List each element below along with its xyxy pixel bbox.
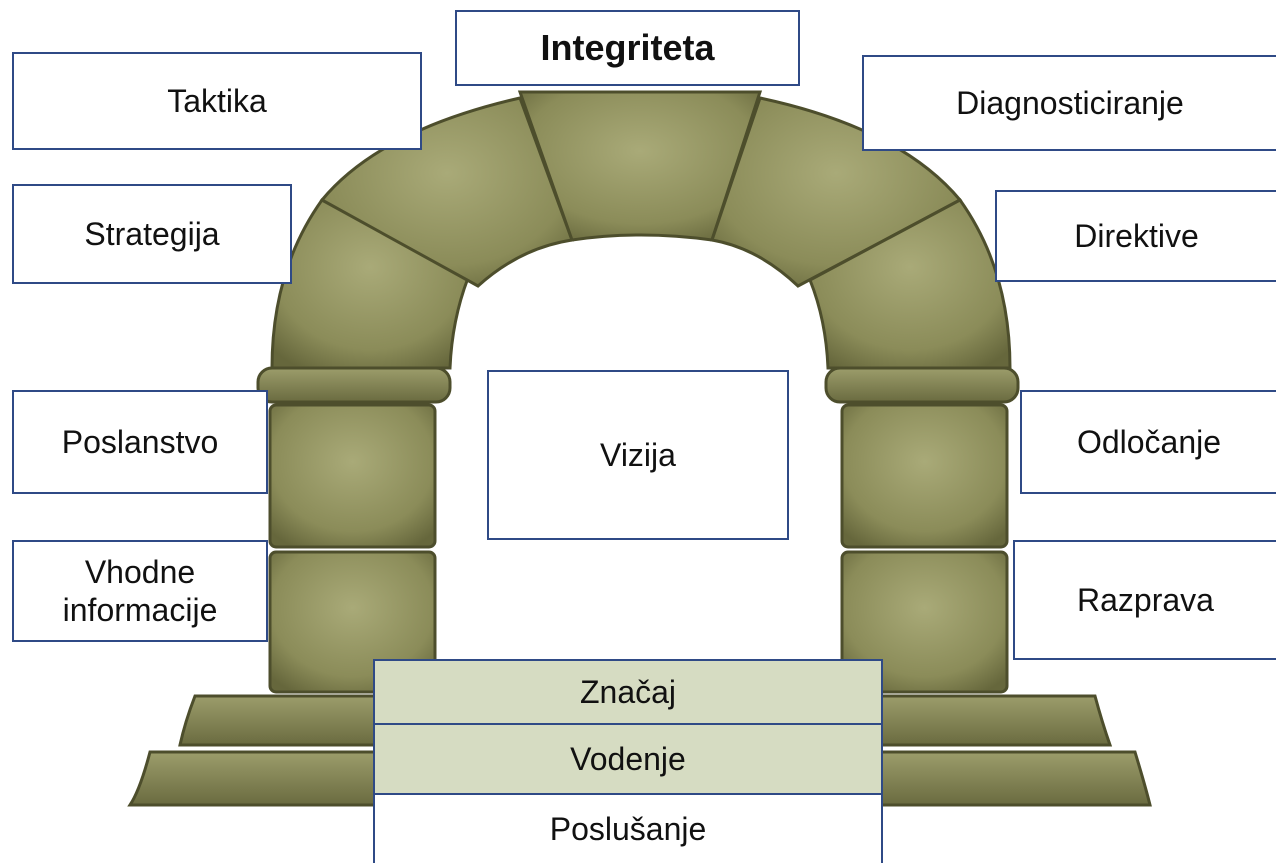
- right-capital: [824, 366, 1020, 404]
- label-center: Vizija: [487, 370, 789, 540]
- label-left-4: Vhodne informacije: [12, 540, 268, 642]
- label-left-3: Poslanstvo: [12, 390, 268, 494]
- voussoir-right-lower: [808, 198, 1012, 370]
- label-right-4: Razprava: [1013, 540, 1276, 660]
- label-base-1: Značaj: [373, 659, 883, 725]
- label-right-3: Odločanje: [1020, 390, 1276, 494]
- right-column-block-upper: [840, 403, 1009, 549]
- label-left-2: Strategija: [12, 184, 292, 284]
- left-column-block-lower: [268, 550, 437, 694]
- label-left-1: Taktika: [12, 52, 422, 150]
- voussoir-left-upper: [319, 96, 575, 288]
- label-right-1: Diagnosticiranje: [862, 55, 1276, 151]
- left-capital: [256, 366, 452, 404]
- label-keystone: Integriteta: [455, 10, 800, 86]
- label-base-2: Vodenje: [373, 723, 883, 795]
- right-column-block-lower: [840, 550, 1009, 694]
- left-column-block-upper: [268, 403, 437, 549]
- label-right-2: Direktive: [995, 190, 1276, 282]
- label-base-3: Poslušanje: [373, 793, 883, 863]
- voussoir-right-upper: [710, 96, 963, 288]
